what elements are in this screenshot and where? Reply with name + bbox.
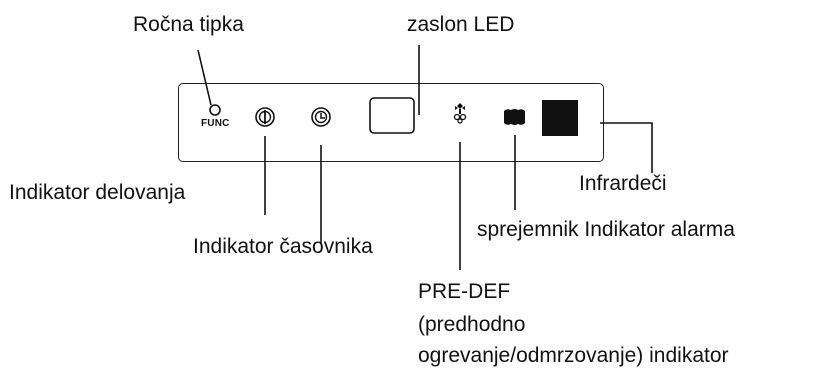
manual-button-icon: [209, 104, 221, 116]
func-text: FUNC: [201, 118, 230, 129]
label-predef-line1: PRE-DEF: [418, 280, 511, 303]
led-display-icon: [369, 97, 415, 134]
label-operation-indicator: Indikator delovanja: [9, 181, 186, 204]
power-icon: [255, 107, 275, 127]
leader-manual-button: [197, 49, 212, 106]
label-infrared: Infrardeči: [579, 172, 667, 195]
clock-icon: [311, 107, 331, 127]
label-receiver-alarm: sprejemnik Indikator alarma: [477, 218, 735, 241]
label-predef-line3: ogrevanje/odmrzovanje) indikator: [418, 344, 729, 367]
label-manual-button: Ročna tipka: [133, 13, 244, 36]
leader-infrared: [600, 122, 653, 173]
infrared-receiver-icon: [542, 100, 578, 136]
label-led-display: zaslon LED: [407, 13, 515, 36]
label-predef-line2: (predhodno: [418, 313, 526, 336]
alarm-icon: [504, 109, 525, 125]
label-timer-indicator: Indikator časovnika: [193, 235, 373, 258]
defrost-icon: [453, 103, 467, 124]
